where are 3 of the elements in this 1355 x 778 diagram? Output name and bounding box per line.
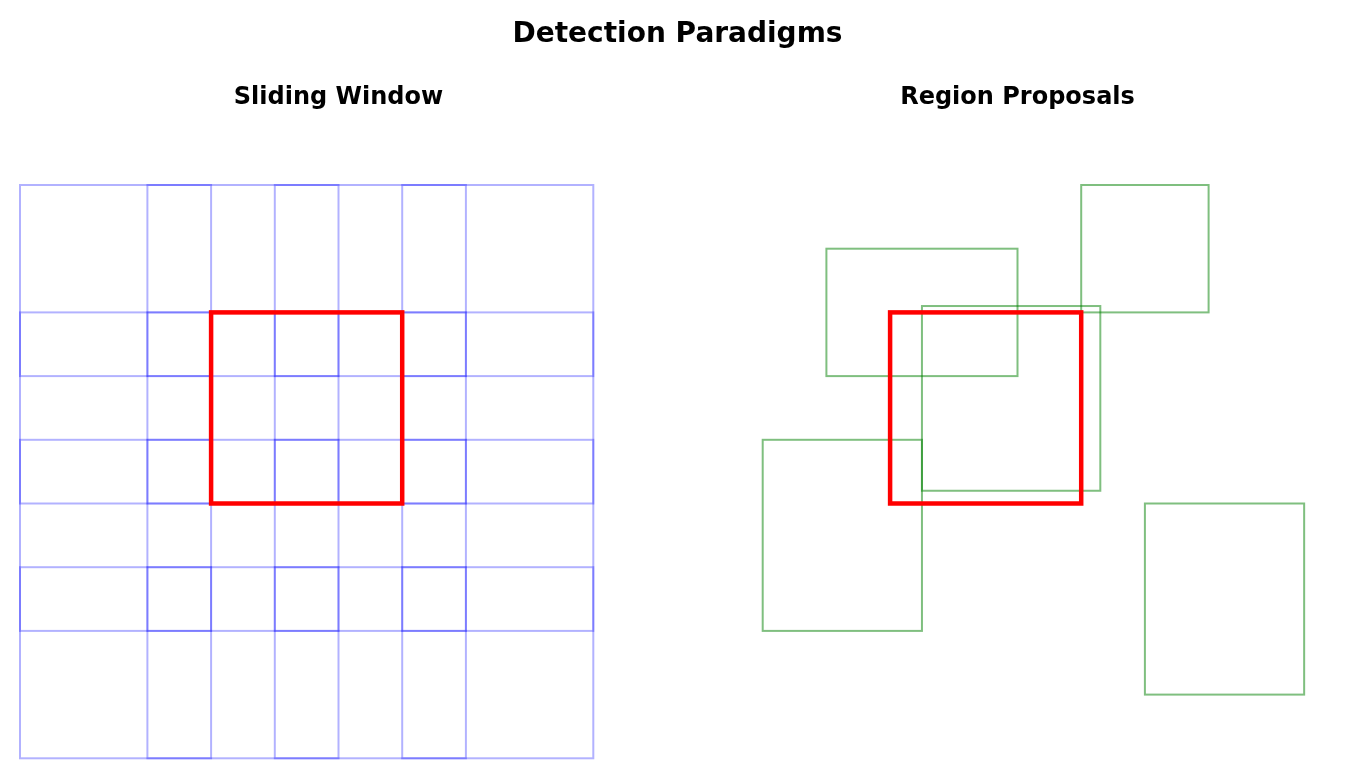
- figure-title: Detection Paradigms: [512, 15, 843, 51]
- panel-title: Region Proposals: [900, 81, 1135, 112]
- panel-title: Sliding Window: [233, 81, 444, 112]
